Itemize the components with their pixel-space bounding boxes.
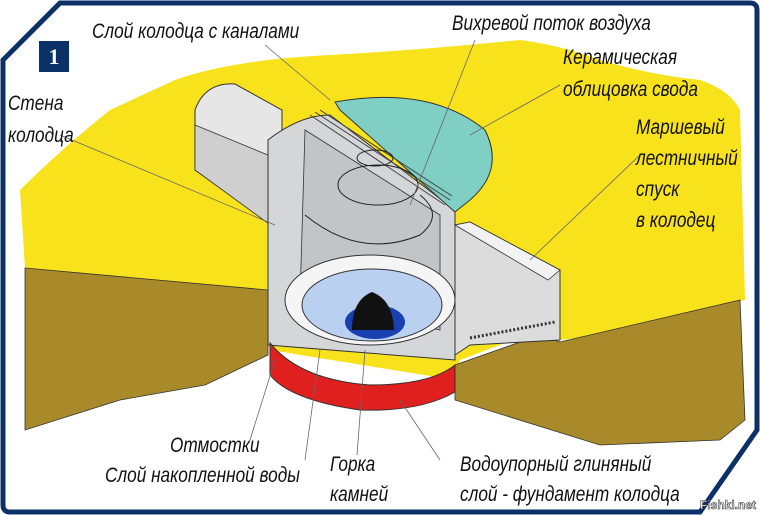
label-wall-1: Стена <box>8 92 64 115</box>
leader-lines <box>59 39 641 461</box>
label-stairs-3: спуск <box>636 178 680 201</box>
soil-left <box>24 267 269 431</box>
label-clay-1: Водоупорный глиняный <box>460 453 652 476</box>
clay-foundation <box>269 341 456 411</box>
stair-steps <box>469 320 556 340</box>
label-clay-2: слой - фундамент колодца <box>460 483 680 506</box>
stair-top <box>453 221 561 281</box>
label-stairs-4: в колодец <box>636 209 716 232</box>
stone-pile <box>352 292 394 330</box>
channel-lines <box>309 109 453 206</box>
label-stones-1: Горка <box>330 453 376 476</box>
label-stairs-2: лестничный <box>636 147 738 170</box>
figure-number-badge: 1 <box>39 41 69 72</box>
label-blind-area: Отмостки <box>170 434 260 457</box>
label-stones-2: камней <box>330 483 389 506</box>
label-ceramic-1: Керамическая <box>563 46 678 69</box>
label-water-layer: Слой накопленной воды <box>105 464 300 487</box>
label-well-layer-channels: Слой колодца с каналами <box>92 20 300 43</box>
ceramic-dome <box>334 96 493 213</box>
label-stairs-1: Маршевый <box>636 116 725 139</box>
watermark: Fishki.net <box>699 498 757 513</box>
label-ceramic-2: облицовка свода <box>563 78 698 101</box>
label-vortex-air-flow: Вихревой поток воздуха <box>452 12 651 35</box>
label-wall-2: колодца <box>8 124 74 147</box>
